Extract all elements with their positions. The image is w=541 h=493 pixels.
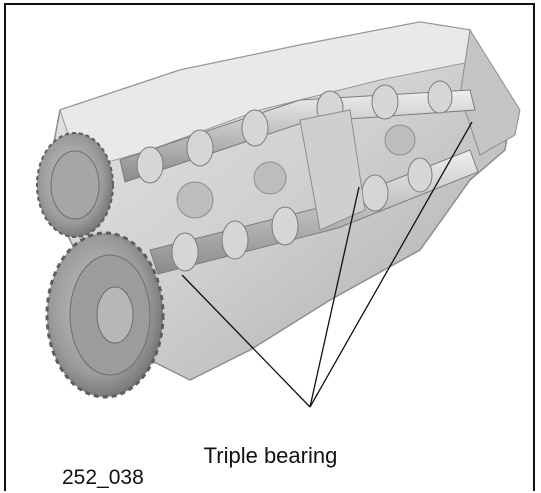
callout-leader-lines xyxy=(181,121,473,408)
spark-plug-bore xyxy=(253,161,287,195)
callout-label: Triple bearing xyxy=(203,443,338,468)
central-bearing-bridge xyxy=(299,109,366,231)
camshaft-upper xyxy=(119,80,476,184)
rear-end-plate xyxy=(459,28,521,156)
camshaft-lower xyxy=(149,149,479,275)
sprocket-lower xyxy=(45,231,165,399)
sprocket-upper xyxy=(36,132,114,238)
figure-number: 252_038 xyxy=(62,466,144,489)
spark-plug-bore xyxy=(176,181,214,219)
figure-frame xyxy=(4,3,535,491)
spark-plug-bore xyxy=(384,124,416,156)
